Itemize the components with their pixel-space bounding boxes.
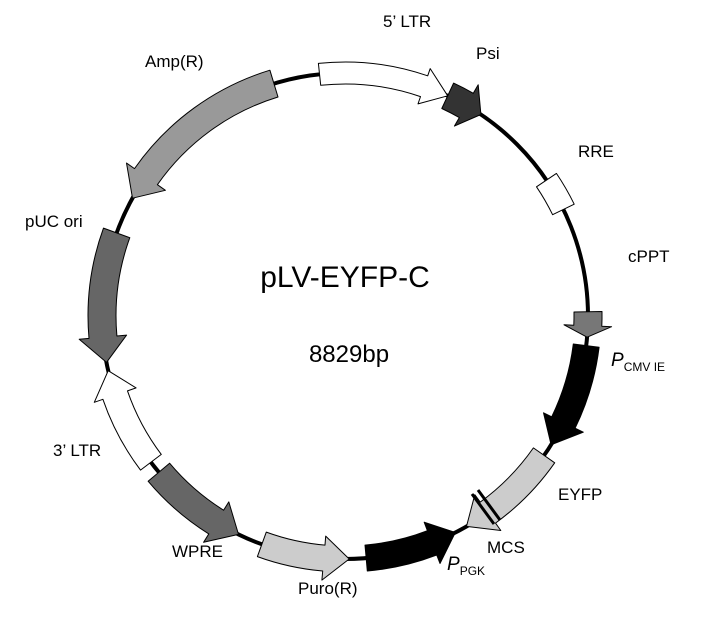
arrow-wpre [147,462,239,543]
label-eyfp: EYFP [558,485,602,504]
arrow-5-ltr [317,61,449,105]
feature-arrows [78,61,613,581]
label-5-ltr: 5’ LTR [383,12,431,31]
label-p-pgk-main: P [447,554,460,575]
mcs-marker [470,489,502,525]
arrow-amp-r [126,69,279,199]
label-p-cmv-ie: PCMV IE [611,350,665,374]
label-p-pgk-sub: PGK [460,564,485,578]
arrow-psi [441,82,482,127]
box-rre [536,172,575,216]
label-p-cmv-ie-sub: CMV IE [624,360,665,374]
arrow-p-pgk [364,521,456,572]
arrow-eyfp [466,447,556,531]
label-cppt: cPPT [628,247,670,266]
arrow-p-cmv-ie [543,343,600,446]
label-psi: Psi [476,44,500,63]
label-wpre: WPRE [172,542,223,561]
label-puc-ori: pUC ori [25,212,83,231]
arrow-3-ltr [93,370,162,471]
label-rre: RRE [578,142,614,161]
label-3-ltr: 3’ LTR [53,441,101,460]
arrow-puro-r [256,531,350,581]
label-puro-r: Puro(R) [298,579,358,598]
label-p-cmv-ie-main: P [611,350,624,371]
plasmid-size: 8829bp [309,341,389,368]
plasmid-name: pLV-EYFP-C [260,261,430,294]
arrow-cppt [563,311,613,338]
arrow-puc-ori [78,227,131,363]
label-amp-r: Amp(R) [145,52,204,71]
label-p-pgk: PPGK [447,554,485,578]
label-mcs: MCS [487,538,525,557]
